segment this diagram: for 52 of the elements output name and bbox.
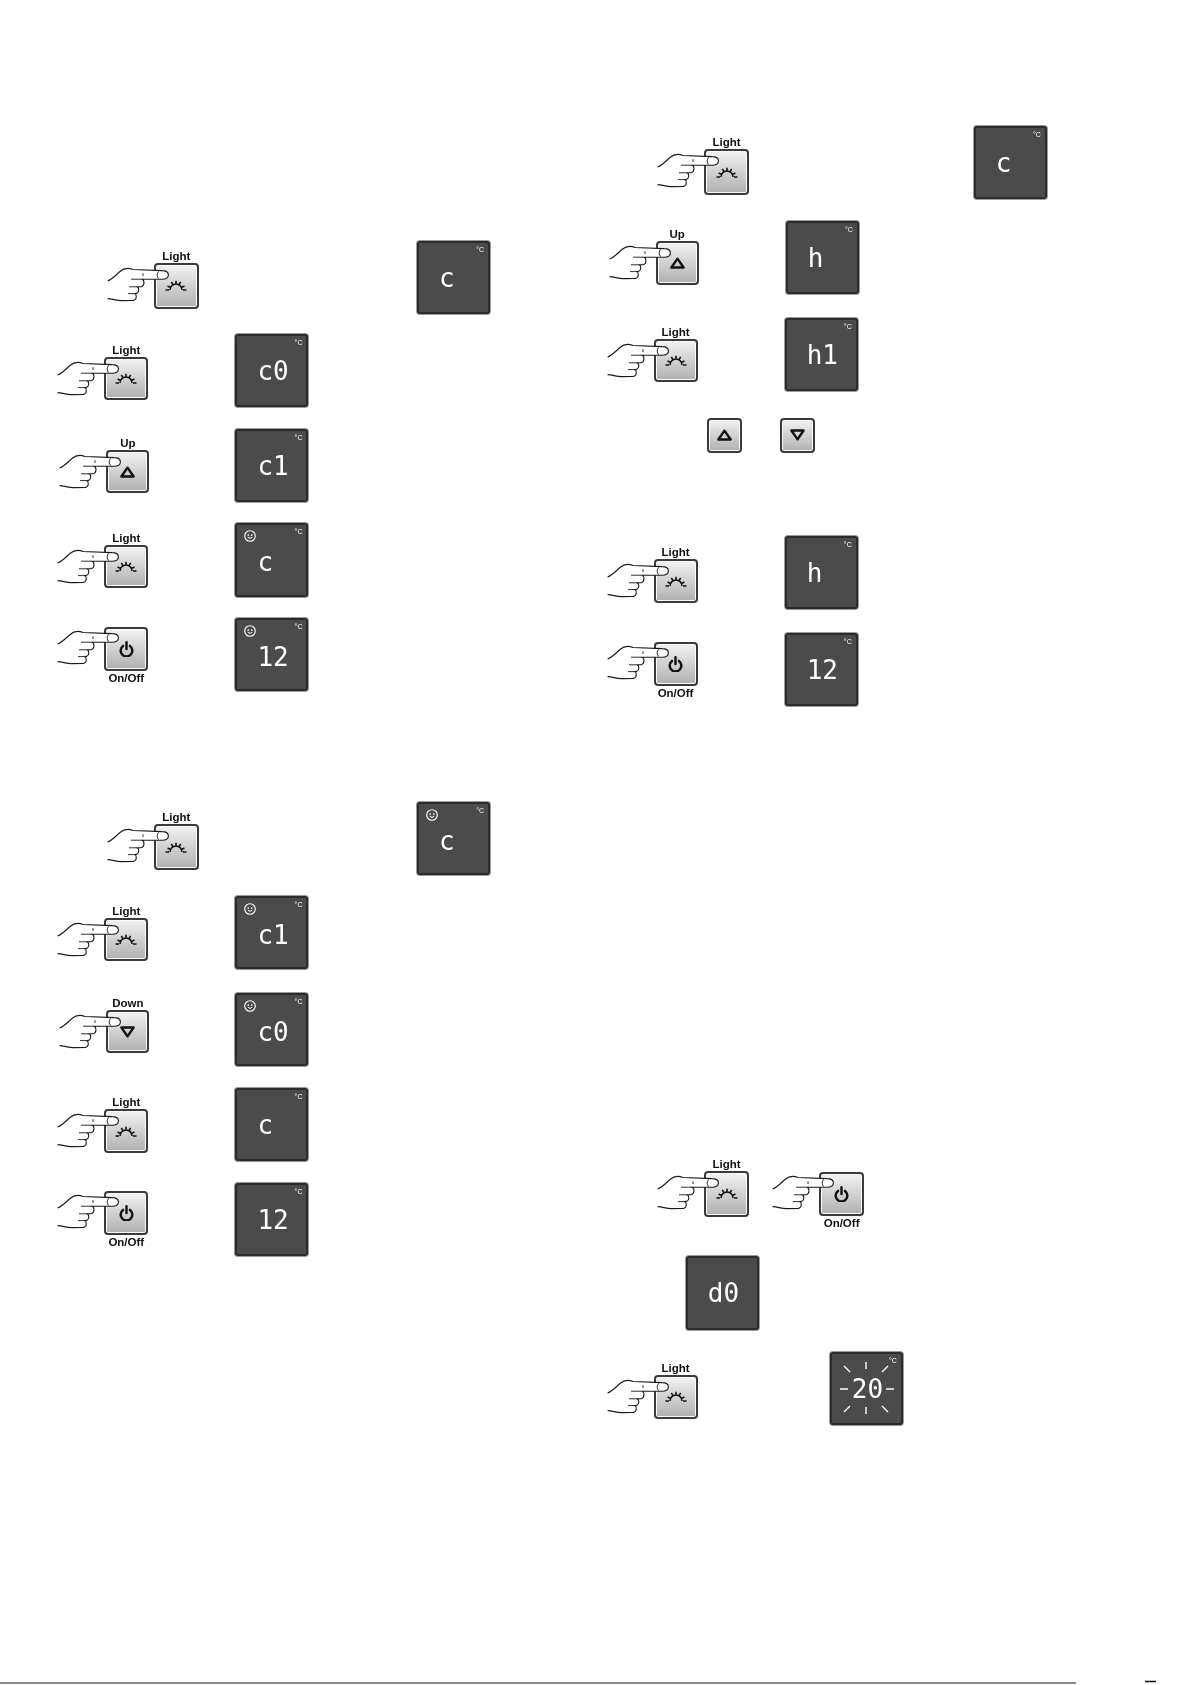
display-readout: c <box>257 1111 274 1138</box>
button-label: Up <box>669 226 685 241</box>
button-label: Light <box>661 1360 690 1375</box>
display-readout: 20 <box>851 1376 884 1403</box>
button-label: On/Off <box>108 1235 145 1249</box>
button-label: Light <box>162 249 191 264</box>
display-readout: c <box>439 827 455 854</box>
button-label: On/Off <box>823 1215 860 1230</box>
button-label: Light <box>712 135 741 150</box>
display-readout: h <box>806 560 823 587</box>
display-panel <box>235 618 309 692</box>
display-panel <box>235 1087 309 1161</box>
display-readout: 12 <box>806 657 838 684</box>
display-panel <box>235 1183 309 1257</box>
display-panel <box>235 993 309 1067</box>
display-readout: d0 <box>707 1280 740 1307</box>
display-panel <box>417 801 491 875</box>
display-panel <box>784 633 858 707</box>
display-panel <box>785 221 859 295</box>
button-label: Light <box>712 1156 741 1171</box>
display-panel <box>235 896 309 970</box>
display-readout: c1 <box>257 452 289 479</box>
display-readout: c <box>257 549 274 576</box>
display-panel <box>235 334 309 408</box>
button-label: On/Off <box>108 670 145 685</box>
display-readout: c <box>995 149 1012 176</box>
button-label: Light <box>661 324 690 339</box>
display-readout: h <box>807 245 824 272</box>
display-panel <box>829 1352 903 1426</box>
display-readout: c0 <box>257 1019 289 1046</box>
display-readout: c1 <box>257 922 289 949</box>
button-label: Light <box>112 1095 141 1110</box>
button-label: Down <box>112 996 144 1011</box>
button-label: Light <box>112 904 141 918</box>
display-panel <box>685 1256 759 1330</box>
display-panel <box>417 240 491 314</box>
display-readout: c <box>439 264 455 291</box>
display-readout: 12 <box>257 644 289 671</box>
button-label: On/Off <box>657 685 694 700</box>
display-readout: h1 <box>806 342 838 369</box>
button-label: Light <box>112 531 141 545</box>
display-panel <box>973 125 1047 199</box>
button-label: Light <box>162 810 191 825</box>
display-panel <box>235 523 309 597</box>
display-readout: 12 <box>257 1207 289 1234</box>
display-panel <box>784 536 858 610</box>
display-panel <box>235 428 309 502</box>
button-label: Light <box>112 342 141 357</box>
button-label: Light <box>661 545 690 559</box>
button-label: Up <box>120 436 136 451</box>
display-panel <box>784 318 858 392</box>
display-readout: c0 <box>257 358 289 385</box>
